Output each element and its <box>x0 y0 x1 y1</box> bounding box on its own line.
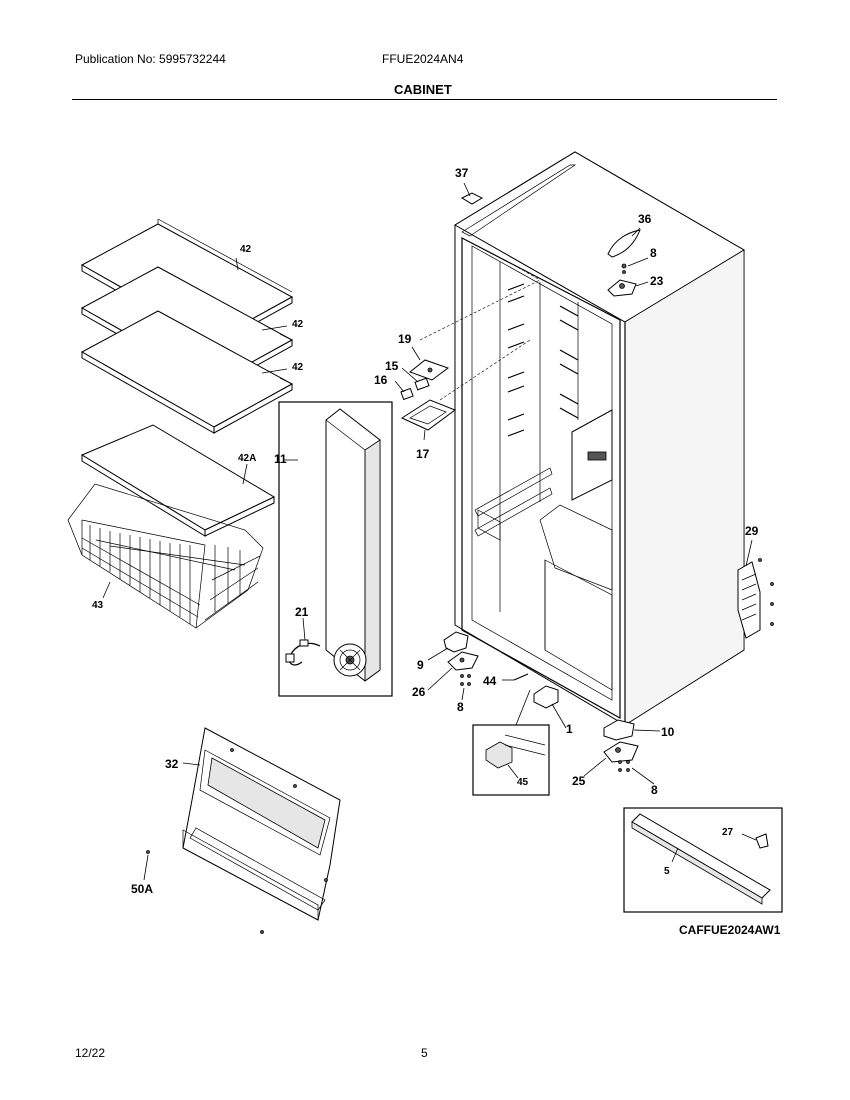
callout-21: 21 <box>295 605 309 619</box>
toe-grille-panel <box>182 727 341 921</box>
footer-date: 12/22 <box>75 1046 106 1060</box>
callout-10: 10 <box>661 725 675 739</box>
callout-42-bottom: 42 <box>292 362 304 373</box>
screw-27 <box>755 833 769 849</box>
publication-number: Publication No: 5995732244 <box>75 52 226 66</box>
callout-11: 11 <box>274 452 287 466</box>
callout-1: 1 <box>566 722 573 736</box>
callout-43: 43 <box>92 600 104 611</box>
callout-45: 45 <box>517 777 529 788</box>
model-number: FFUE2024AN4 <box>382 52 464 66</box>
callout-50A: 50A <box>131 882 154 896</box>
label-plate <box>460 192 484 205</box>
cabinet-body <box>419 151 745 726</box>
callout-36: 36 <box>638 212 652 226</box>
bottom-hinge-right <box>603 741 639 763</box>
header-rule <box>72 99 777 100</box>
callout-19: 19 <box>398 332 412 346</box>
section-title: CABINET <box>394 82 452 97</box>
callout-8-left: 8 <box>457 700 464 714</box>
roller <box>485 741 513 769</box>
door-handle-strip <box>631 813 771 905</box>
callout-25: 25 <box>572 774 586 788</box>
hinge-cover <box>607 229 641 258</box>
callout-5: 5 <box>664 866 670 877</box>
crisper-cover <box>80 424 276 537</box>
callout-8-top: 8 <box>650 246 657 260</box>
callout-42-top: 42 <box>240 244 252 255</box>
light-cover <box>400 399 457 431</box>
fan-motor-harness <box>285 639 321 666</box>
wire-basket <box>67 483 264 629</box>
hinge-cover-right <box>603 719 635 741</box>
light-socket <box>414 377 430 391</box>
callout-42A: 42A <box>238 453 257 464</box>
callout-32: 32 <box>165 757 179 771</box>
callout-8-right: 8 <box>651 783 658 797</box>
leveling-leg <box>533 685 559 709</box>
condenser <box>737 558 774 639</box>
detail-box-5 <box>623 807 783 913</box>
drawing-id: CAFFUE2024AW1 <box>679 923 781 937</box>
callout-42-middle: 42 <box>292 319 304 330</box>
detail-box-45 <box>472 724 550 796</box>
light-bulb <box>400 387 414 401</box>
callout-27: 27 <box>722 827 734 838</box>
callout-44: 44 <box>483 674 497 688</box>
callout-37: 37 <box>455 166 469 180</box>
callout-23: 23 <box>650 274 664 288</box>
evaporator-cover-box <box>278 401 393 697</box>
callout-16: 16 <box>374 373 388 387</box>
callout-9: 9 <box>417 658 424 672</box>
callout-17: 17 <box>416 447 430 461</box>
hinge-cover-left <box>443 631 469 653</box>
callout-15: 15 <box>385 359 399 373</box>
callout-29: 29 <box>745 524 759 538</box>
page-number: 5 <box>421 1046 428 1060</box>
shelf-bottom <box>80 310 294 434</box>
callout-26: 26 <box>412 685 426 699</box>
evaporator-cover <box>325 408 381 682</box>
